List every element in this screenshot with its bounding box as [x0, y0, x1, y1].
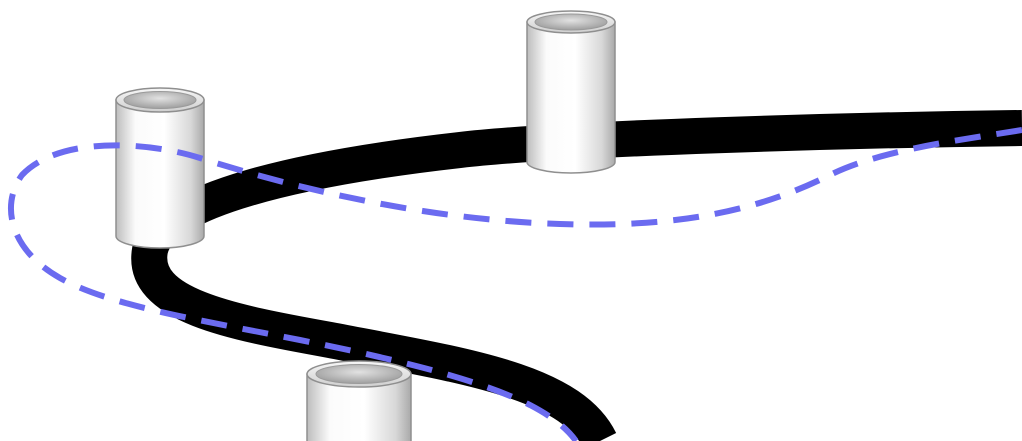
- pylon-bottom: [307, 361, 411, 441]
- pylon-upper-left: [116, 88, 204, 248]
- pylon-top-center: [527, 11, 615, 173]
- black-track: [149, 128, 1022, 441]
